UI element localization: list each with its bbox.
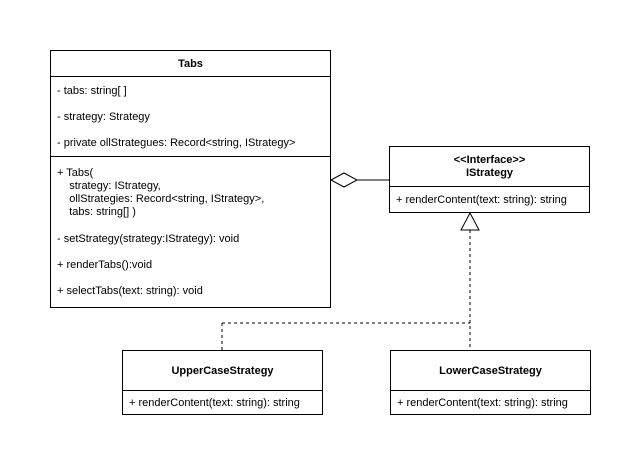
method-render-content: + renderContent(text: string): string — [129, 397, 300, 409]
realization-arrowhead — [460, 211, 480, 231]
class-name-header: Tabs — [51, 51, 330, 77]
class-name: LowerCaseStrategy — [439, 364, 542, 377]
upper-case-strategy-class: UpperCaseStrategy + renderContent(text: … — [122, 350, 323, 415]
method-set-strategy: - setStrategy(strategy:IStrategy): void — [57, 233, 240, 245]
class-methods: + renderContent(text: string): string — [123, 391, 322, 415]
attributes-section: - tabs: string[ ] - strategy: Strategy -… — [51, 77, 330, 157]
interface-stereotype: <<Interface>> — [453, 153, 526, 166]
method-select-tabs: + selectTabs(text: string): void — [57, 285, 203, 297]
constructor-signature: + Tabs( strategy: IStrategy, ollStrategi… — [57, 167, 265, 218]
lower-case-strategy-class: LowerCaseStrategy + renderContent(text: … — [390, 350, 591, 415]
class-name: Tabs — [178, 57, 203, 70]
method-render-tabs: + renderTabs():void — [57, 259, 153, 271]
interface-header: <<Interface>> IStrategy — [390, 147, 589, 187]
class-name-header: LowerCaseStrategy — [391, 351, 590, 391]
interface-methods: + renderContent(text: string): string — [390, 187, 589, 213]
tabs-class: Tabs - tabs: string[ ] - strategy: Strat… — [50, 50, 331, 308]
realization-connector — [221, 211, 480, 350]
attribute-strategy: - strategy: Strategy — [57, 111, 150, 123]
aggregation-diamond — [329, 172, 359, 188]
class-methods: + renderContent(text: string): string — [391, 391, 590, 415]
method-render-content: + renderContent(text: string): string — [397, 397, 568, 409]
istrategy-interface: <<Interface>> IStrategy + renderContent(… — [389, 146, 590, 213]
attribute-tabs: - tabs: string[ ] — [57, 85, 127, 97]
aggregation-connector — [329, 172, 389, 188]
class-name: UpperCaseStrategy — [171, 364, 274, 377]
interface-name: IStrategy — [465, 166, 514, 179]
method-render-content: + renderContent(text: string): string — [396, 194, 567, 206]
methods-section: + Tabs( strategy: IStrategy, ollStrategi… — [51, 157, 330, 304]
attribute-all-strategies: - private ollStrategues: Record<string, … — [57, 137, 296, 149]
class-name-header: UpperCaseStrategy — [123, 351, 322, 391]
